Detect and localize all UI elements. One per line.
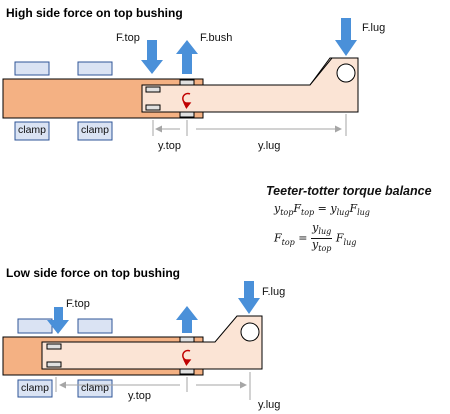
bottom-y-lug-label: y.lug	[258, 399, 281, 411]
top-f-top-arrow	[141, 40, 163, 74]
equation-torque-balance: ytopFtop = ylugFlug	[274, 202, 370, 218]
top-bushing-upper-left	[145, 86, 161, 93]
eq2-num-y-sub: lug	[318, 227, 332, 237]
eq1-rhs-y: y	[330, 202, 337, 215]
top-rotation-icon	[182, 92, 192, 109]
bottom-f-top-arrow	[47, 307, 69, 334]
eq2-rhs-f-sub: lug	[343, 237, 357, 247]
top-diagram-heading: High side force on top bushing	[6, 6, 183, 20]
top-y-top-label: y.top	[158, 140, 182, 152]
bottom-f-bush-arrow	[176, 306, 198, 333]
eq1-lhs-f: F	[293, 202, 302, 215]
top-clamp-lower-left	[14, 121, 50, 141]
bottom-rotation-icon	[182, 349, 192, 366]
bottom-bushing-lower-left	[46, 361, 62, 368]
top-bushing-upper-right	[179, 79, 195, 86]
eq1-lhs-f-sub: top	[301, 208, 315, 218]
top-diagram	[2, 18, 359, 141]
top-f-lug-arrow	[335, 18, 357, 56]
top-lug-hole	[336, 63, 356, 83]
bottom-bushing-lower-right	[179, 368, 195, 375]
bottom-bushing-upper-right	[179, 336, 195, 343]
top-lug-outline	[141, 57, 359, 113]
bottom-clamp-label-right: clamp	[80, 382, 109, 394]
top-clamp-upper-left	[14, 61, 50, 76]
bottom-lug-outline	[41, 315, 263, 370]
bottom-f-lug-arrow	[238, 281, 260, 314]
bottom-clamp-lower-right	[77, 379, 113, 398]
eq2-num-y: y	[312, 221, 319, 234]
eq2-lhs-f: F	[274, 231, 282, 245]
bottom-clamp-lower-left	[17, 379, 53, 398]
bottom-diagram-heading: Low side force on top bushing	[6, 266, 180, 280]
eq1-lhs-y-sub: top	[280, 208, 294, 218]
eq1-lhs-y: y	[274, 202, 281, 215]
bottom-diagram	[2, 281, 263, 400]
equation-f-top: Ftop = ylug ytop Flug	[274, 221, 357, 255]
eq2-rhs-f: F	[335, 231, 344, 245]
bottom-f-top-label: F.top	[66, 298, 90, 310]
top-clamp-label-right: clamp	[80, 124, 109, 136]
bottom-clamp-upper-left	[17, 318, 53, 334]
bottom-lug-hole	[240, 322, 260, 342]
top-f-bush-arrow	[176, 40, 198, 74]
top-bushing-lower-left	[145, 104, 161, 111]
eq2-fraction: ylug ytop	[311, 221, 333, 255]
eq2-den-y: y	[312, 238, 319, 252]
bottom-clamp-label-left: clamp	[20, 382, 49, 394]
eq1-rhs-f-sub: lug	[357, 208, 370, 218]
eq2-lhs-f-sub: top	[281, 237, 295, 247]
bottom-y-top-label: y.top	[128, 390, 152, 402]
eq1-rhs-f: F	[349, 202, 358, 215]
bottom-clamp-upper-right	[77, 318, 113, 334]
top-clamp-lower-right	[77, 121, 113, 141]
top-f-lug-label: F.lug	[362, 22, 386, 34]
eq2-den-y-sub: top	[318, 244, 332, 254]
bottom-bushing-upper-left	[46, 343, 62, 350]
top-clamp-label-left: clamp	[17, 124, 46, 136]
bottom-f-lug-label: F.lug	[262, 286, 286, 298]
top-bushing-lower-right	[179, 111, 195, 118]
top-y-lug-label: y.lug	[258, 140, 281, 152]
top-f-top-label: F.top	[116, 32, 140, 44]
top-clamp-upper-right	[77, 61, 113, 76]
top-f-bush-label: F.bush	[200, 32, 233, 44]
eq1-rhs-y-sub: lug	[336, 208, 350, 218]
equations-title: Teeter-totter torque balance	[266, 184, 432, 198]
